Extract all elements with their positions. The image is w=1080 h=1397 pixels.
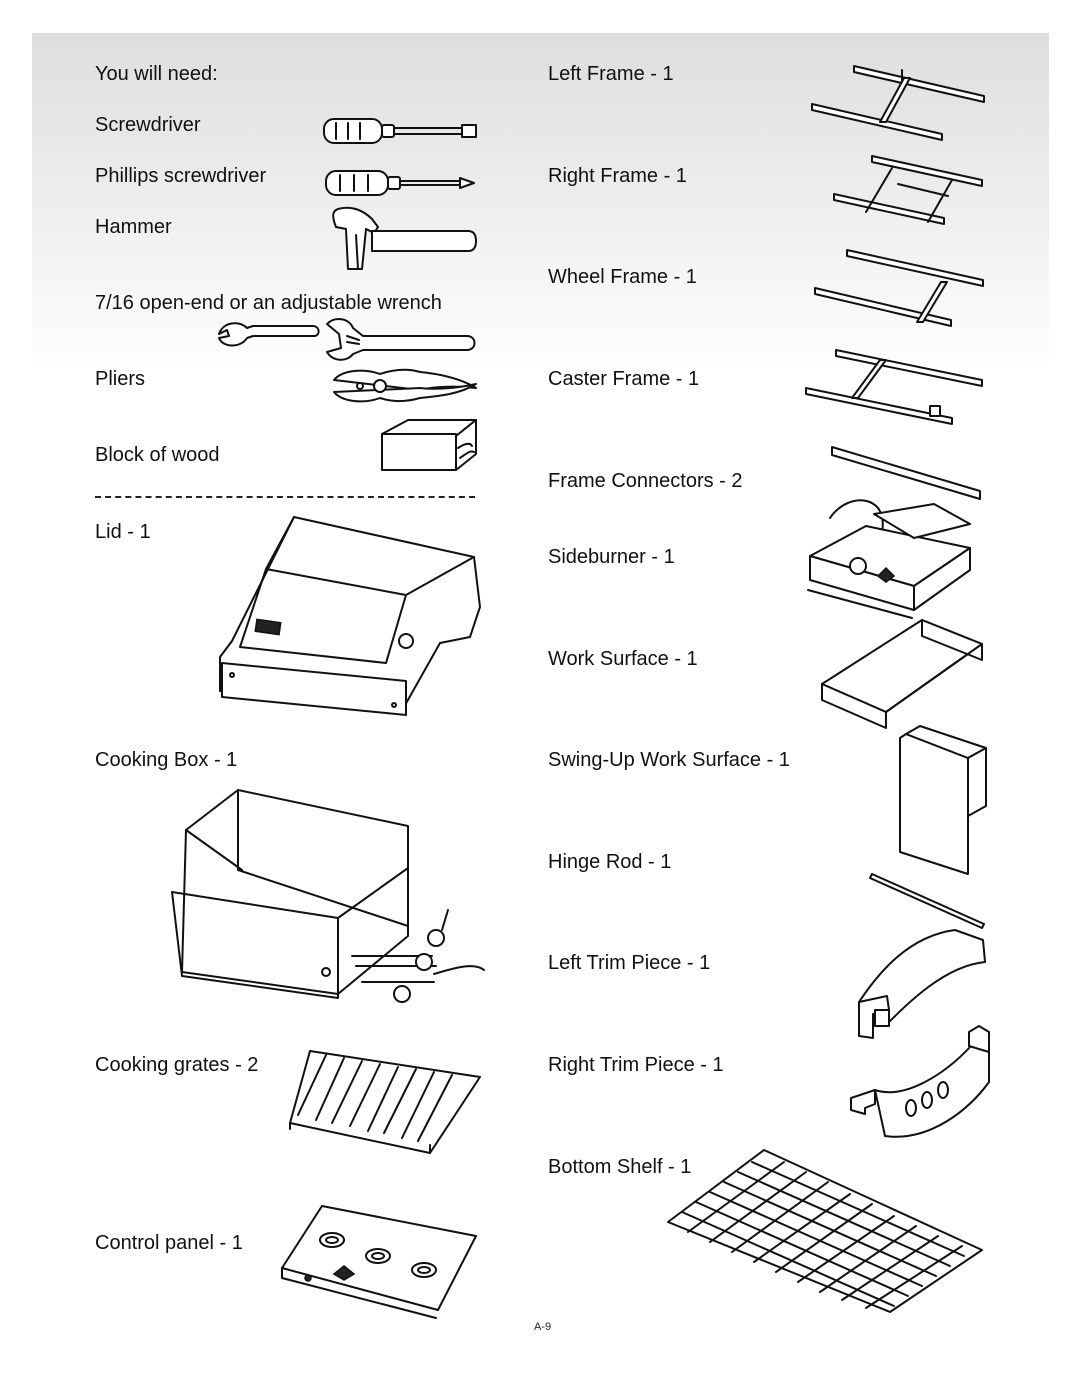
part-label-right-frame: Right Frame - 1 <box>548 165 687 187</box>
pliers-icon <box>332 366 480 406</box>
part-label-caster-frame: Caster Frame - 1 <box>548 368 700 390</box>
part-label-cooking-grates: Cooking grates - 2 <box>95 1054 259 1076</box>
part-label-left-frame: Left Frame - 1 <box>548 63 674 85</box>
frame-connector-icon <box>830 445 984 501</box>
lid-icon <box>218 513 481 723</box>
part-label-right-trim-piece: Right Trim Piece - 1 <box>548 1054 724 1076</box>
hinge-rod-icon <box>869 872 990 932</box>
part-label-work-surface: Work Surface - 1 <box>548 648 698 670</box>
tool-label-pliers: Pliers <box>95 368 146 390</box>
sideburner-icon <box>804 494 978 622</box>
caster-frame-icon <box>804 346 986 436</box>
page-number: A-9 <box>534 1321 552 1333</box>
hammer-icon <box>328 205 480 275</box>
part-label-bottom-shelf: Bottom Shelf - 1 <box>548 1156 692 1178</box>
tool-label-hammer: Hammer <box>95 216 172 238</box>
work-surface-icon <box>820 614 986 730</box>
part-label-frame-connectors: Frame Connectors - 2 <box>548 470 743 492</box>
left-frame-icon <box>810 64 990 150</box>
tool-label-wrench: 7/16 open-end or an adjustable wrench <box>95 292 442 314</box>
control-panel-icon <box>278 1204 478 1319</box>
part-label-left-trim-piece: Left Trim Piece - 1 <box>548 952 711 974</box>
wheel-frame-icon <box>813 246 987 336</box>
tool-label-wood-block: Block of wood <box>95 444 220 466</box>
right-trim-piece-icon <box>849 1024 991 1142</box>
part-label-hinge-rod: Hinge Rod - 1 <box>548 851 672 873</box>
part-label-cooking-box: Cooking Box - 1 <box>95 749 238 771</box>
section-divider <box>95 496 475 498</box>
right-frame-icon <box>832 152 988 238</box>
cooking-box-icon <box>166 786 485 1012</box>
screwdriver-icon <box>322 115 482 147</box>
swing-up-work-surface-icon <box>896 724 992 876</box>
part-label-lid: Lid - 1 <box>95 521 151 543</box>
tools-heading: You will need: <box>95 63 218 85</box>
cooking-grate-icon <box>286 1049 482 1155</box>
tool-label-screwdriver: Screwdriver <box>95 114 201 136</box>
part-label-control-panel: Control panel - 1 <box>95 1232 243 1254</box>
part-label-wheel-frame: Wheel Frame - 1 <box>548 266 697 288</box>
part-label-sideburner: Sideburner - 1 <box>548 546 675 568</box>
wrench-icon <box>215 316 477 361</box>
part-label-swing-up-work-surface: Swing-Up Work Surface - 1 <box>548 749 790 771</box>
phillips-screwdriver-icon <box>324 167 484 199</box>
tool-label-phillips: Phillips screwdriver <box>95 165 267 187</box>
bottom-shelf-icon <box>660 1148 986 1316</box>
wood-block-icon <box>380 418 478 472</box>
left-trim-piece-icon <box>855 926 987 1040</box>
